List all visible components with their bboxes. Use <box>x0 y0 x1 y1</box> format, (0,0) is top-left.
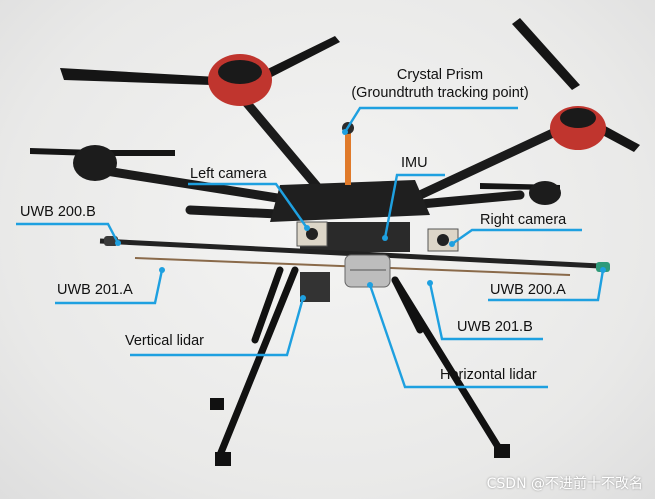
landing-gear <box>216 266 504 459</box>
label-vertical-lidar: Vertical lidar <box>125 333 204 349</box>
callout-horizontal-lidar <box>368 284 548 389</box>
motor-black-left <box>73 145 117 181</box>
label-uwb-200a: UWB 200.A <box>490 282 566 298</box>
callout-lines <box>16 106 605 389</box>
callout-uwb-201a <box>55 269 164 305</box>
callout-uwb-201b <box>428 282 543 341</box>
callout-anchor-dots <box>115 129 606 301</box>
horizontal-lidar-body <box>344 254 391 288</box>
left-foot <box>215 452 231 466</box>
label-imu: IMU <box>401 155 428 171</box>
propeller-back-left <box>60 36 340 88</box>
label-crystal-prism-line1: Crystal Prism <box>396 67 484 83</box>
left-foot-upper <box>210 398 224 410</box>
drone-body <box>270 122 430 252</box>
callout-right-camera <box>451 228 582 245</box>
motor-red-left <box>208 54 272 106</box>
right-foot <box>494 444 510 458</box>
label-left-camera: Left camera <box>190 166 267 182</box>
label-right-camera: Right camera <box>480 212 567 228</box>
watermark: CSDN @不进前十不改名 <box>486 476 643 492</box>
callout-crystal-prism <box>343 106 518 133</box>
callout-imu <box>383 173 445 239</box>
label-uwb-200b: UWB 200.B <box>20 204 96 220</box>
motor-black-right <box>529 181 561 205</box>
label-horizontal-lidar: Horizontal lidar <box>440 367 537 383</box>
label-uwb-201b: UWB 201.B <box>457 319 533 335</box>
callout-left-camera <box>188 182 308 229</box>
callout-vertical-lidar <box>130 297 305 357</box>
label-uwb-201a: UWB 201.A <box>57 282 133 298</box>
label-crystal-prism: Crystal Prism (Groundtruth tracking poin… <box>330 66 550 102</box>
motor-red-right <box>550 106 606 150</box>
left-camera-lens <box>306 228 318 240</box>
right-camera-lens <box>437 234 449 246</box>
callout-uwb-200b <box>16 222 120 244</box>
label-crystal-prism-line2: (Groundtruth tracking point) <box>351 85 529 102</box>
callout-uwb-200a <box>488 269 605 302</box>
